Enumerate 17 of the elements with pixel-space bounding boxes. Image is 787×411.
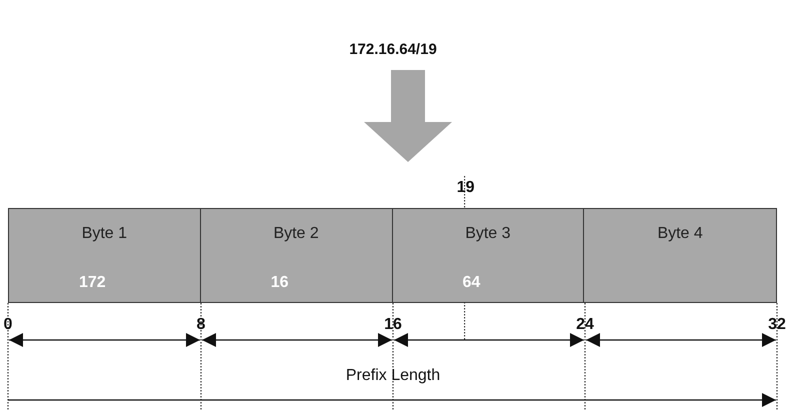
- bit-number: 24: [576, 316, 594, 334]
- bit-number: 32: [768, 316, 786, 334]
- byte-name: Byte 1: [80, 225, 128, 243]
- byte-name: Byte 2: [272, 225, 320, 243]
- address-text: 172.16.64/19: [318, 36, 468, 64]
- byte-value: 64: [462, 274, 480, 292]
- byte-value: 172: [79, 274, 106, 292]
- bit-number: 0: [4, 316, 12, 334]
- bit-marker: 19: [456, 179, 474, 197]
- dimension-label: Prefix Length: [346, 367, 440, 385]
- byte-name: Byte 4: [656, 225, 704, 243]
- byte-name: Byte 3: [464, 225, 512, 243]
- block-arrow: [364, 70, 452, 162]
- bit-number: 16: [384, 316, 402, 334]
- address-bar: [8, 208, 777, 303]
- byte-value: 16: [270, 274, 289, 292]
- bit-number: 8: [196, 316, 206, 334]
